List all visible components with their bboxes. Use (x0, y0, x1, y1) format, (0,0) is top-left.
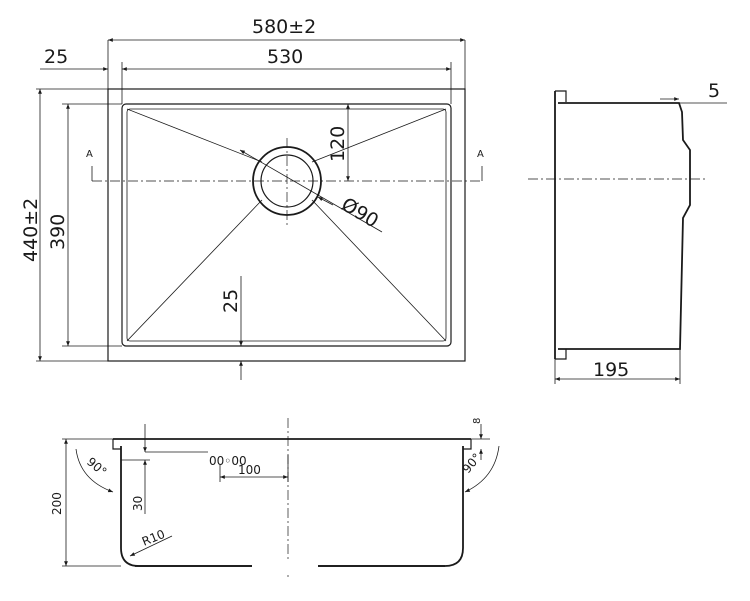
dim-flange: 25 (44, 46, 68, 68)
dim-lip: 8 (472, 418, 483, 424)
top-view: A A 580±2 25 530 440±2 390 120 Ø90 (20, 16, 484, 380)
dim-flange-thk: 5 (708, 80, 720, 102)
dim-drain-offset: 120 (327, 126, 349, 162)
slope-line-tr (311, 108, 447, 163)
dim-overflow-width: 100 (238, 463, 261, 477)
side-flange-top (555, 90, 567, 102)
dim-height: 200 (50, 492, 64, 515)
dim-line-drain-dia (239, 149, 383, 233)
dim-radius: R10 (140, 527, 167, 549)
dim-overall-depth: 440±2 (20, 198, 42, 262)
slope-line-tl (126, 108, 263, 163)
angle-arc-left (75, 448, 114, 493)
inner-bowl-outline (121, 103, 452, 347)
outer-flange-outline (107, 88, 466, 362)
dim-angle-left: 90° (84, 455, 109, 479)
side-bowl-profile (558, 102, 691, 350)
slope-line-bl (126, 199, 263, 342)
section-bowl-profile (120, 446, 464, 567)
slope-line-br (311, 199, 447, 342)
dim-inner-width: 530 (267, 46, 303, 68)
dim-depth: 195 (593, 359, 629, 381)
dim-bottom-flange: 25 (220, 289, 242, 313)
dim-inner-depth: 390 (47, 214, 69, 250)
section-view: 200 90° 90° 8 30 00◦00 100 R10 (50, 418, 500, 580)
dim-line-radius (129, 535, 173, 557)
side-view: 5 195 (528, 80, 727, 384)
inner-bowl-bottom (126, 108, 447, 342)
side-flange-bottom (555, 349, 567, 360)
section-mark-right: A (477, 149, 484, 160)
overflow-symbol: 00◦00 (209, 454, 247, 468)
dim-drain-dia: Ø90 (337, 193, 382, 232)
dim-overall-width: 580±2 (252, 16, 316, 38)
section-mark-left: A (86, 149, 93, 160)
dim-overflow-depth: 30 (131, 496, 145, 511)
angle-arc-right (464, 445, 500, 493)
